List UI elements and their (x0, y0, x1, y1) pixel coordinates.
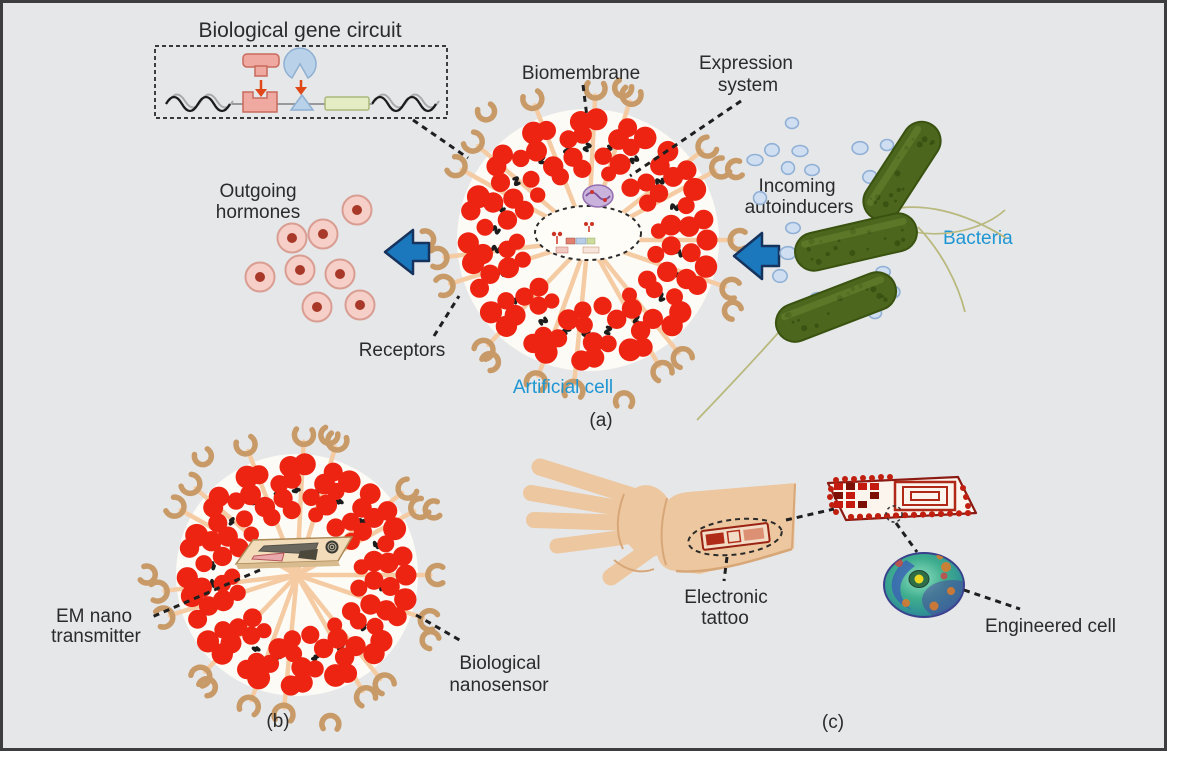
expression-system-interior (534, 184, 642, 261)
outgoing-hormones-label-1: Outgoing (219, 181, 296, 202)
gene-box-icon (324, 96, 370, 111)
activator-protein-icon (283, 47, 317, 80)
panel-a-tag: (a) (589, 410, 612, 431)
tattoo-chip-grid (834, 483, 879, 508)
gene-circuit-module: Biological gene circuit (154, 19, 448, 119)
expression-system-label-2: system (718, 75, 778, 96)
tattoo-chip-dots (827, 474, 972, 521)
protein-blob-icon (582, 184, 614, 208)
nano-chip-icon (234, 536, 354, 569)
electronic-tattoo-marking (687, 517, 783, 557)
biological-nanosensor-label-1: Biological (459, 653, 540, 674)
receptors-label: Receptors (359, 340, 446, 361)
em-nano-transmitter-label-1: EM nano (56, 606, 132, 627)
dna-strand-icon (165, 93, 440, 113)
callout-connectors-a (412, 84, 742, 337)
gene-circuit-title: Biological gene circuit (198, 19, 401, 42)
biological-nanosensor-label-2: nanosensor (449, 675, 549, 696)
binding-arrow2-icon (295, 80, 307, 95)
callout-connectors-c (722, 507, 1021, 611)
artificial-cell-label: Artificial cell (513, 377, 613, 398)
bacteria-group (774, 120, 942, 343)
secretion-arrow-icon (383, 228, 431, 276)
tattoo-chip-antenna-icon (893, 480, 957, 512)
engineered-cell-icon (883, 552, 965, 618)
incoming-autoinducers-label-2b: autoinducers (745, 197, 854, 218)
electronic-tattoo-label-1: Electronic (684, 587, 767, 608)
promoter-triangle-icon (289, 93, 315, 111)
repressor-protein-icon (242, 53, 280, 77)
biomembrane-label: Biomembrane (522, 63, 640, 84)
callout-connectors-b (151, 568, 464, 644)
engineered-cell-label: Engineered cell (985, 616, 1116, 637)
uptake-arrow-icon (732, 231, 781, 281)
panel-c-tag: (c) (822, 712, 844, 733)
tattoo-chip-zoom (826, 474, 978, 523)
operator-site-icon (242, 91, 278, 113)
hormone-molecules (244, 194, 376, 323)
binding-arrow-icon (255, 80, 267, 97)
panel-b-tag: (b) (266, 711, 289, 732)
mini-gene-circuit-icon (551, 222, 600, 254)
electronic-tattoo-label-2: tattoo (701, 608, 749, 629)
membrane-b (137, 424, 446, 732)
bacteria-label: Bacteria (943, 228, 1013, 249)
outgoing-hormones-label-2: hormones (216, 202, 301, 223)
em-nano-transmitter-label-2: transmitter (51, 626, 141, 647)
expression-system-label-1: Expression (699, 53, 793, 74)
incoming-autoinducers-label-1: Incoming (758, 176, 835, 197)
